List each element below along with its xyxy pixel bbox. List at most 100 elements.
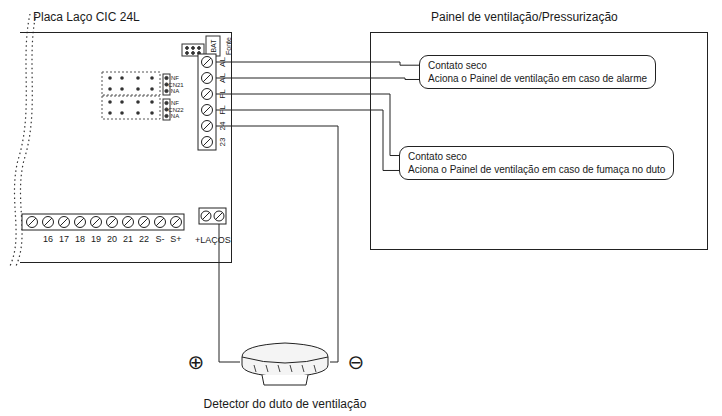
terminal-screws (202, 57, 233, 148)
bottom-terminal-screws (27, 211, 225, 228)
wire (232, 110, 399, 170)
relay-pin (108, 87, 112, 91)
node-heading: Contato seco (428, 59, 647, 72)
pin-label: NA (171, 113, 179, 119)
screw (123, 217, 134, 228)
relay-pins (108, 76, 154, 115)
relay-pin (136, 87, 140, 91)
terminal-number: 16 (43, 235, 53, 244)
screw (201, 211, 211, 221)
relay-pin (108, 100, 112, 104)
relay-pin (150, 76, 154, 80)
pin-label: NF (171, 75, 179, 81)
screw (91, 217, 102, 228)
pin-label: 24 (219, 122, 227, 131)
terminal-number: 20 (107, 235, 117, 244)
battery-connector (182, 36, 220, 56)
screw (202, 105, 213, 116)
screw (155, 217, 166, 228)
node-body: Aciona o Painel de ventilação em caso de… (428, 72, 647, 85)
screw (202, 89, 213, 100)
screw-slot (140, 218, 148, 226)
relay-pin (108, 76, 112, 80)
relay-pin (136, 111, 140, 115)
node-heading: Placa Laço CIC 24L (33, 10, 140, 24)
screw-slot (203, 138, 211, 146)
pin-label: AL (219, 73, 227, 83)
screw (43, 217, 54, 228)
screw (202, 57, 213, 68)
pin-label: NF (171, 100, 179, 106)
relay-pin (120, 100, 124, 104)
terminal-number: 17 (59, 235, 69, 244)
polarity-symbol: ⊖ (348, 352, 365, 372)
relay-pin (150, 100, 154, 104)
pin-label: CN22 (168, 107, 183, 113)
circuit-board: Placa Laço CIC 24L (20, 32, 232, 263)
terminal-number: S+ (170, 235, 181, 244)
screw (171, 217, 182, 228)
screw-slot (203, 90, 211, 98)
pin-label: FL (219, 105, 227, 114)
screw (202, 121, 213, 132)
relay-pin (108, 111, 112, 115)
relay-pin (120, 111, 124, 115)
terminal-number: 18 (75, 235, 85, 244)
wire (232, 78, 419, 79)
screw (214, 211, 224, 221)
screw-slot (108, 218, 116, 226)
screw-slot (203, 74, 211, 82)
pin-label: FL (219, 89, 227, 98)
screw-slot (60, 218, 68, 226)
screw (27, 217, 38, 228)
relay-pin (150, 87, 154, 91)
terminal-number: +LAÇOS (195, 236, 231, 245)
screw (75, 217, 86, 228)
pin-label: 23 (219, 138, 227, 147)
screw-slot (76, 218, 84, 226)
screw-slot (203, 106, 211, 114)
dry-contact-box: Contato secoAciona o Painel de ventilaçã… (419, 55, 656, 89)
screw-slot (28, 218, 36, 226)
screw-slot (203, 122, 211, 130)
wire (232, 62, 419, 65)
terminal-number: S- (156, 235, 165, 244)
pin-header (163, 74, 170, 120)
node-heading: Painel de ventilação/Pressurização (431, 10, 618, 24)
ventilation-panel: Contato secoAciona o Painel de ventilaçã… (370, 32, 708, 250)
pin-label: NA (171, 88, 179, 94)
duct-detector: Detector do duto de ventilação (240, 335, 330, 387)
wire (232, 94, 399, 156)
polarity-symbol: ⊕ (188, 352, 205, 372)
screw-slot (216, 213, 223, 220)
terminal-number: 19 (91, 235, 101, 244)
relay-pin (136, 76, 140, 80)
pin-label: CN21 (168, 82, 183, 88)
terminal-number: 22 (139, 235, 149, 244)
pin-label: Fonte (225, 37, 232, 55)
dry-contact-box: Contato secoAciona o Painel de ventilaçã… (399, 146, 674, 180)
detector-outline (240, 335, 330, 387)
screw (59, 217, 70, 228)
screw (139, 217, 150, 228)
wire (232, 126, 338, 362)
node-body: Aciona o Painel de ventilação em caso de… (408, 163, 665, 176)
screw-slot (92, 218, 100, 226)
screw-slot (156, 218, 164, 226)
terminal-number: 21 (123, 235, 133, 244)
screw (202, 137, 213, 148)
relay-pin (120, 87, 124, 91)
screw-slot (44, 218, 52, 226)
wire (219, 263, 240, 362)
pin-label: AL (219, 57, 227, 67)
terminal-block (198, 54, 216, 150)
screw-slot (124, 218, 132, 226)
relay-pin (136, 100, 140, 104)
screw (202, 73, 213, 84)
screw-slot (172, 218, 180, 226)
pin-label: BAT (210, 39, 217, 52)
screw-slot (203, 213, 210, 220)
node-heading: Detector do duto de ventilação (204, 397, 367, 411)
screw-slot (203, 58, 211, 66)
